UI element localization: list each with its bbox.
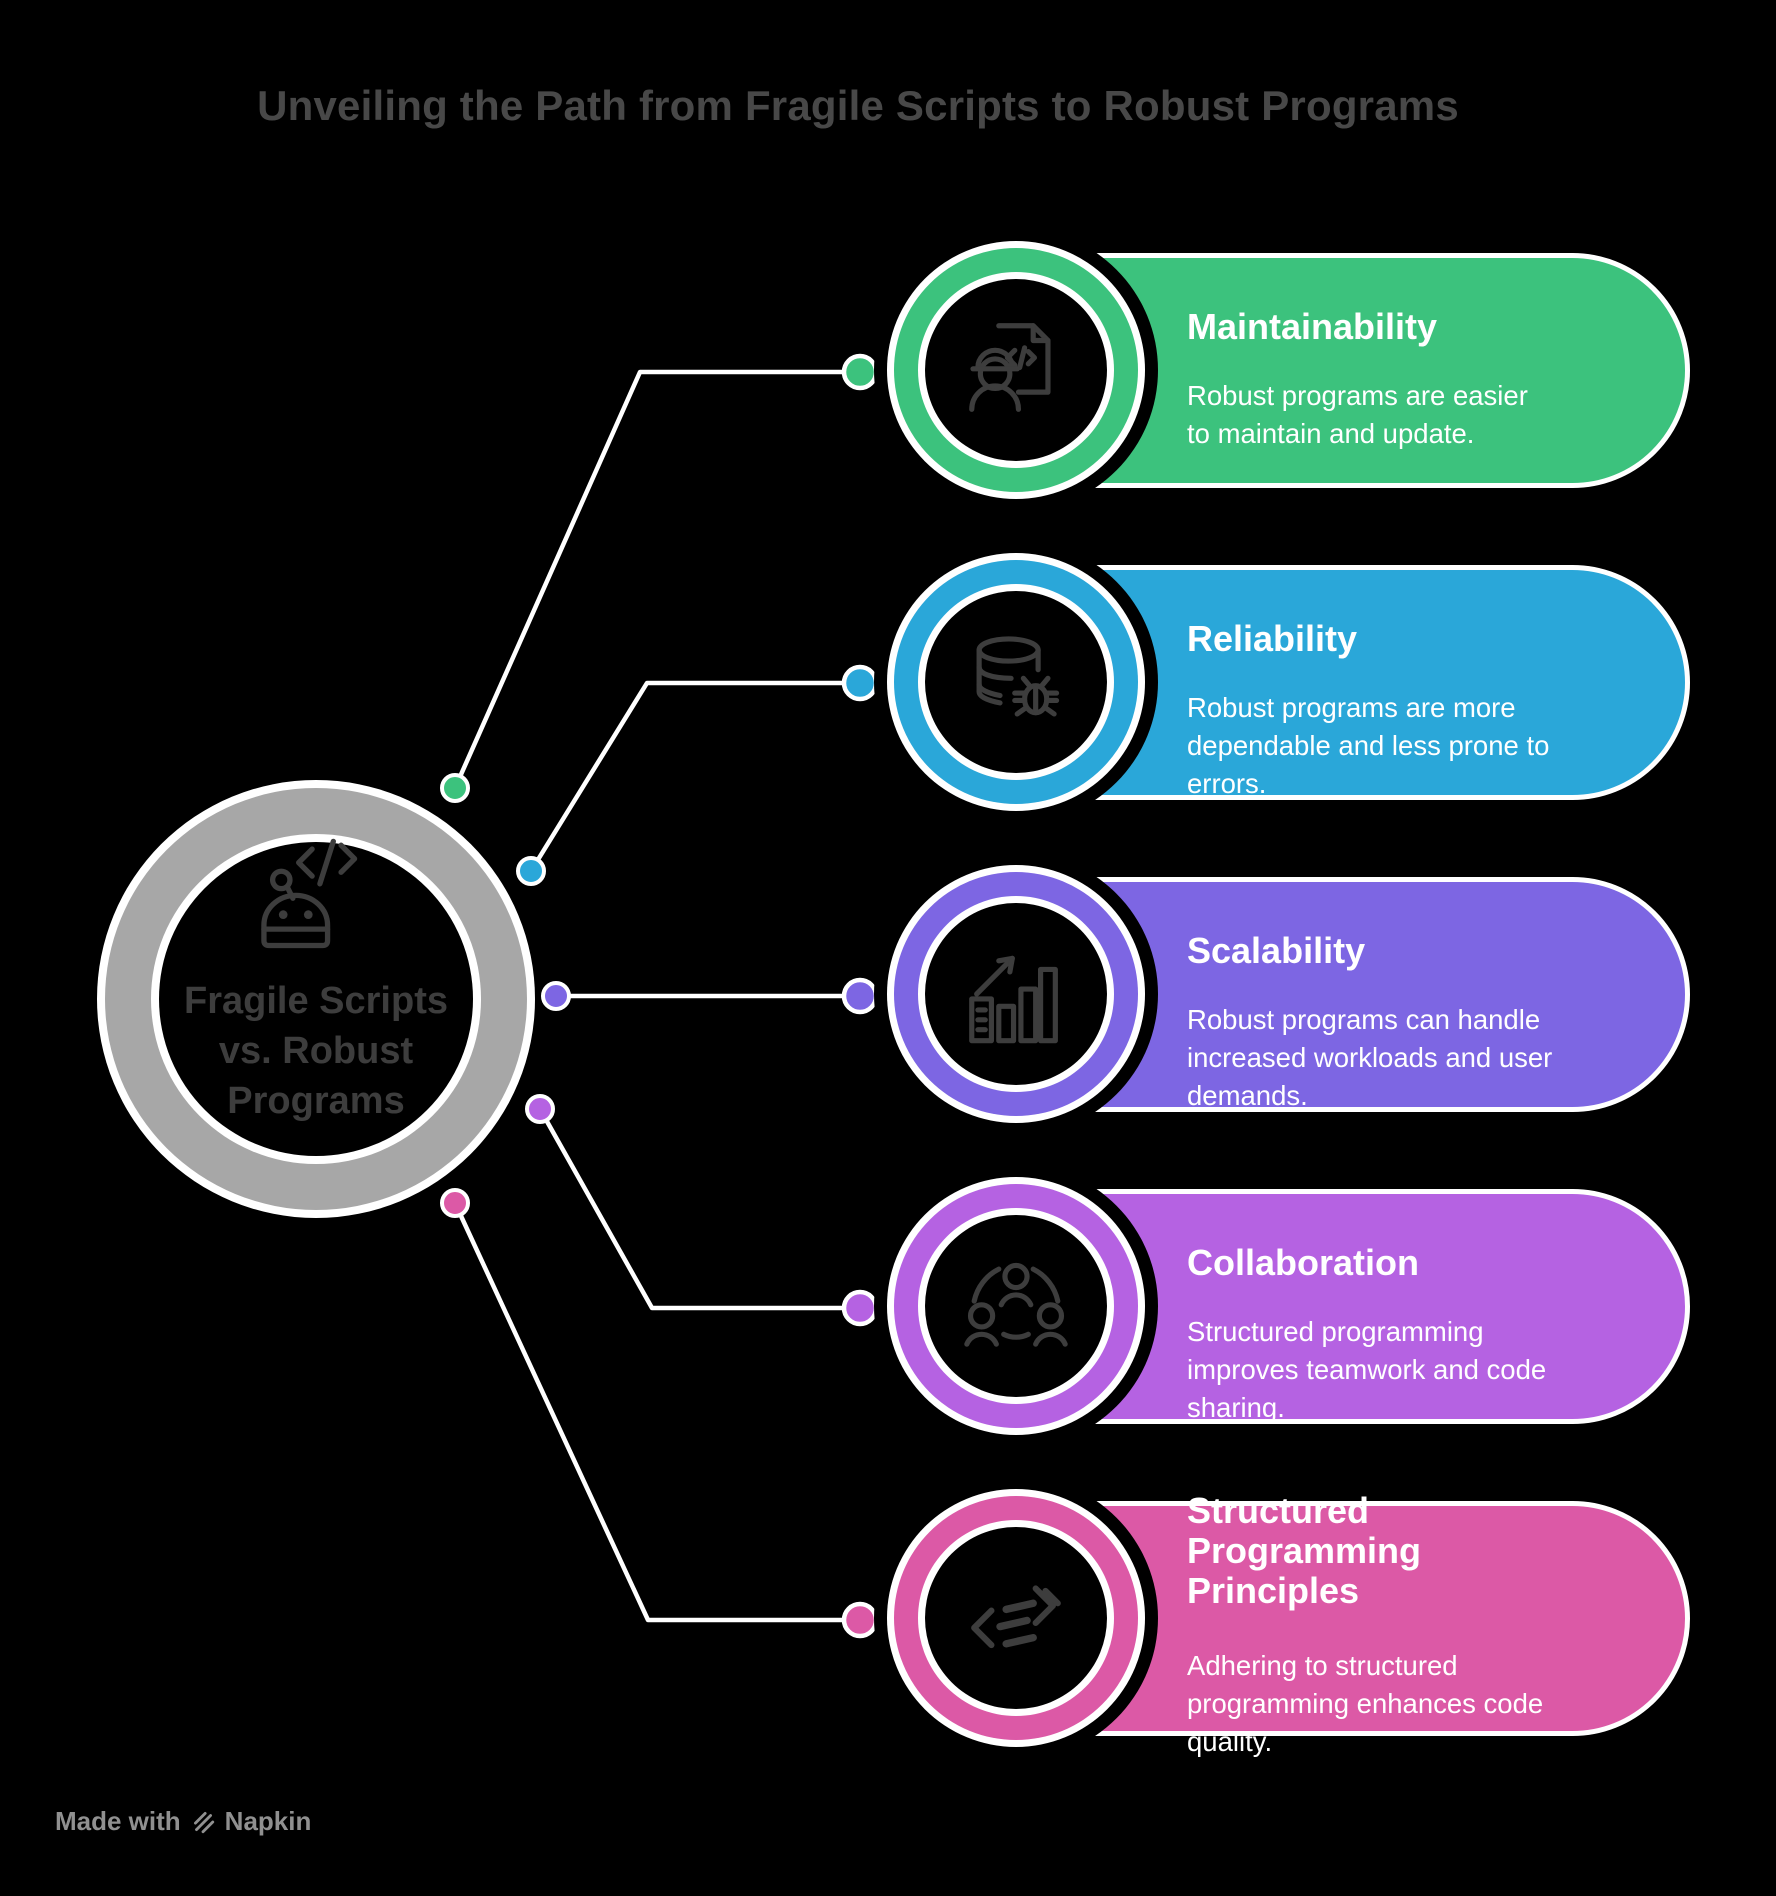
card-body-line: demands. <box>1187 1080 1308 1111</box>
badge-reliability <box>874 540 1158 824</box>
growth-chart-icon <box>969 955 1058 1044</box>
badge-scalability <box>874 852 1158 1136</box>
badge-core <box>925 1527 1107 1709</box>
badge-structured-programming <box>874 1476 1158 1760</box>
badge-collaboration <box>874 1164 1158 1448</box>
card-body: Adhering to structured programming enhan… <box>1187 1647 1543 1761</box>
center-dot-scalability <box>541 981 571 1011</box>
connector-structured <box>452 1202 860 1623</box>
robot-code-icon <box>261 838 358 949</box>
card-body-line: improves teamwork and code <box>1187 1354 1547 1385</box>
card-title: Collaboration <box>1187 1242 1419 1283</box>
card-body: Robust programs are easier to maintain a… <box>1187 377 1528 453</box>
center-label: Fragile Scripts vs. Robust Programs <box>184 980 448 1122</box>
connector-collaboration <box>538 1107 860 1311</box>
card-title: Structured Programming Principles <box>1187 1490 1422 1611</box>
center-core <box>159 842 473 1156</box>
card-body: Robust programs are more dependable and … <box>1187 689 1549 803</box>
structured-flow-icon <box>971 1585 1061 1649</box>
center-dot-structured <box>440 1188 470 1218</box>
made-with-label: Made with <box>55 1806 181 1836</box>
card-dot-structured <box>841 1601 879 1639</box>
connector-reliability <box>529 680 860 873</box>
card-body: Robust programs can handle increased wor… <box>1187 1001 1552 1115</box>
card-body-line: errors. <box>1187 768 1267 799</box>
card-body-line: Robust programs are easier <box>1187 380 1528 411</box>
badge-core <box>925 279 1107 461</box>
napkin-logo-icon <box>193 1811 214 1833</box>
card-body-line: Robust programs are more <box>1187 692 1516 723</box>
page-title: Unveiling the Path from Fragile Scripts … <box>257 82 1459 129</box>
napkin-brand-label: Napkin <box>224 1806 312 1836</box>
center-dot-reliability <box>516 856 546 886</box>
made-with-napkin: Made with Napkin <box>55 1806 311 1837</box>
team-network-icon <box>964 1262 1068 1347</box>
card-body-line: programming enhances code <box>1187 1688 1544 1719</box>
card-body-line: quality. <box>1187 1726 1273 1757</box>
card-title: Reliability <box>1187 618 1358 659</box>
card-dot-collaboration <box>841 1289 879 1327</box>
card-body-line: to maintain and update. <box>1187 418 1475 449</box>
badge-maintainability <box>874 228 1158 512</box>
center-dot-maintainability <box>440 773 470 803</box>
card-body-line: Structured programming <box>1187 1316 1484 1347</box>
connector-lines <box>452 369 860 1623</box>
card-body: Structured programming improves teamwork… <box>1187 1313 1546 1427</box>
card-body-line: sharing. <box>1187 1392 1285 1423</box>
card-dot-maintainability <box>841 353 879 391</box>
card-body-line: increased workloads and user <box>1187 1042 1553 1073</box>
card-body-line: dependable and less prone to <box>1187 730 1550 761</box>
center-dot-collaboration <box>525 1094 555 1124</box>
badge-core <box>925 903 1107 1085</box>
badge-core <box>925 1215 1107 1397</box>
engineer-document-icon <box>969 323 1051 412</box>
card-dot-reliability <box>841 664 879 702</box>
connector-maintainability <box>452 369 860 789</box>
card-title: Maintainability <box>1187 306 1438 347</box>
card-body-line: Adhering to structured <box>1187 1650 1458 1681</box>
database-bug-icon <box>976 636 1060 717</box>
center-node: Fragile Scripts vs. Robust Programs <box>97 780 535 1218</box>
card-dot-scalability <box>841 977 879 1015</box>
badge-core <box>925 591 1107 773</box>
card-body-line: Robust programs can handle <box>1187 1004 1541 1035</box>
card-title: Scalability <box>1187 930 1366 971</box>
